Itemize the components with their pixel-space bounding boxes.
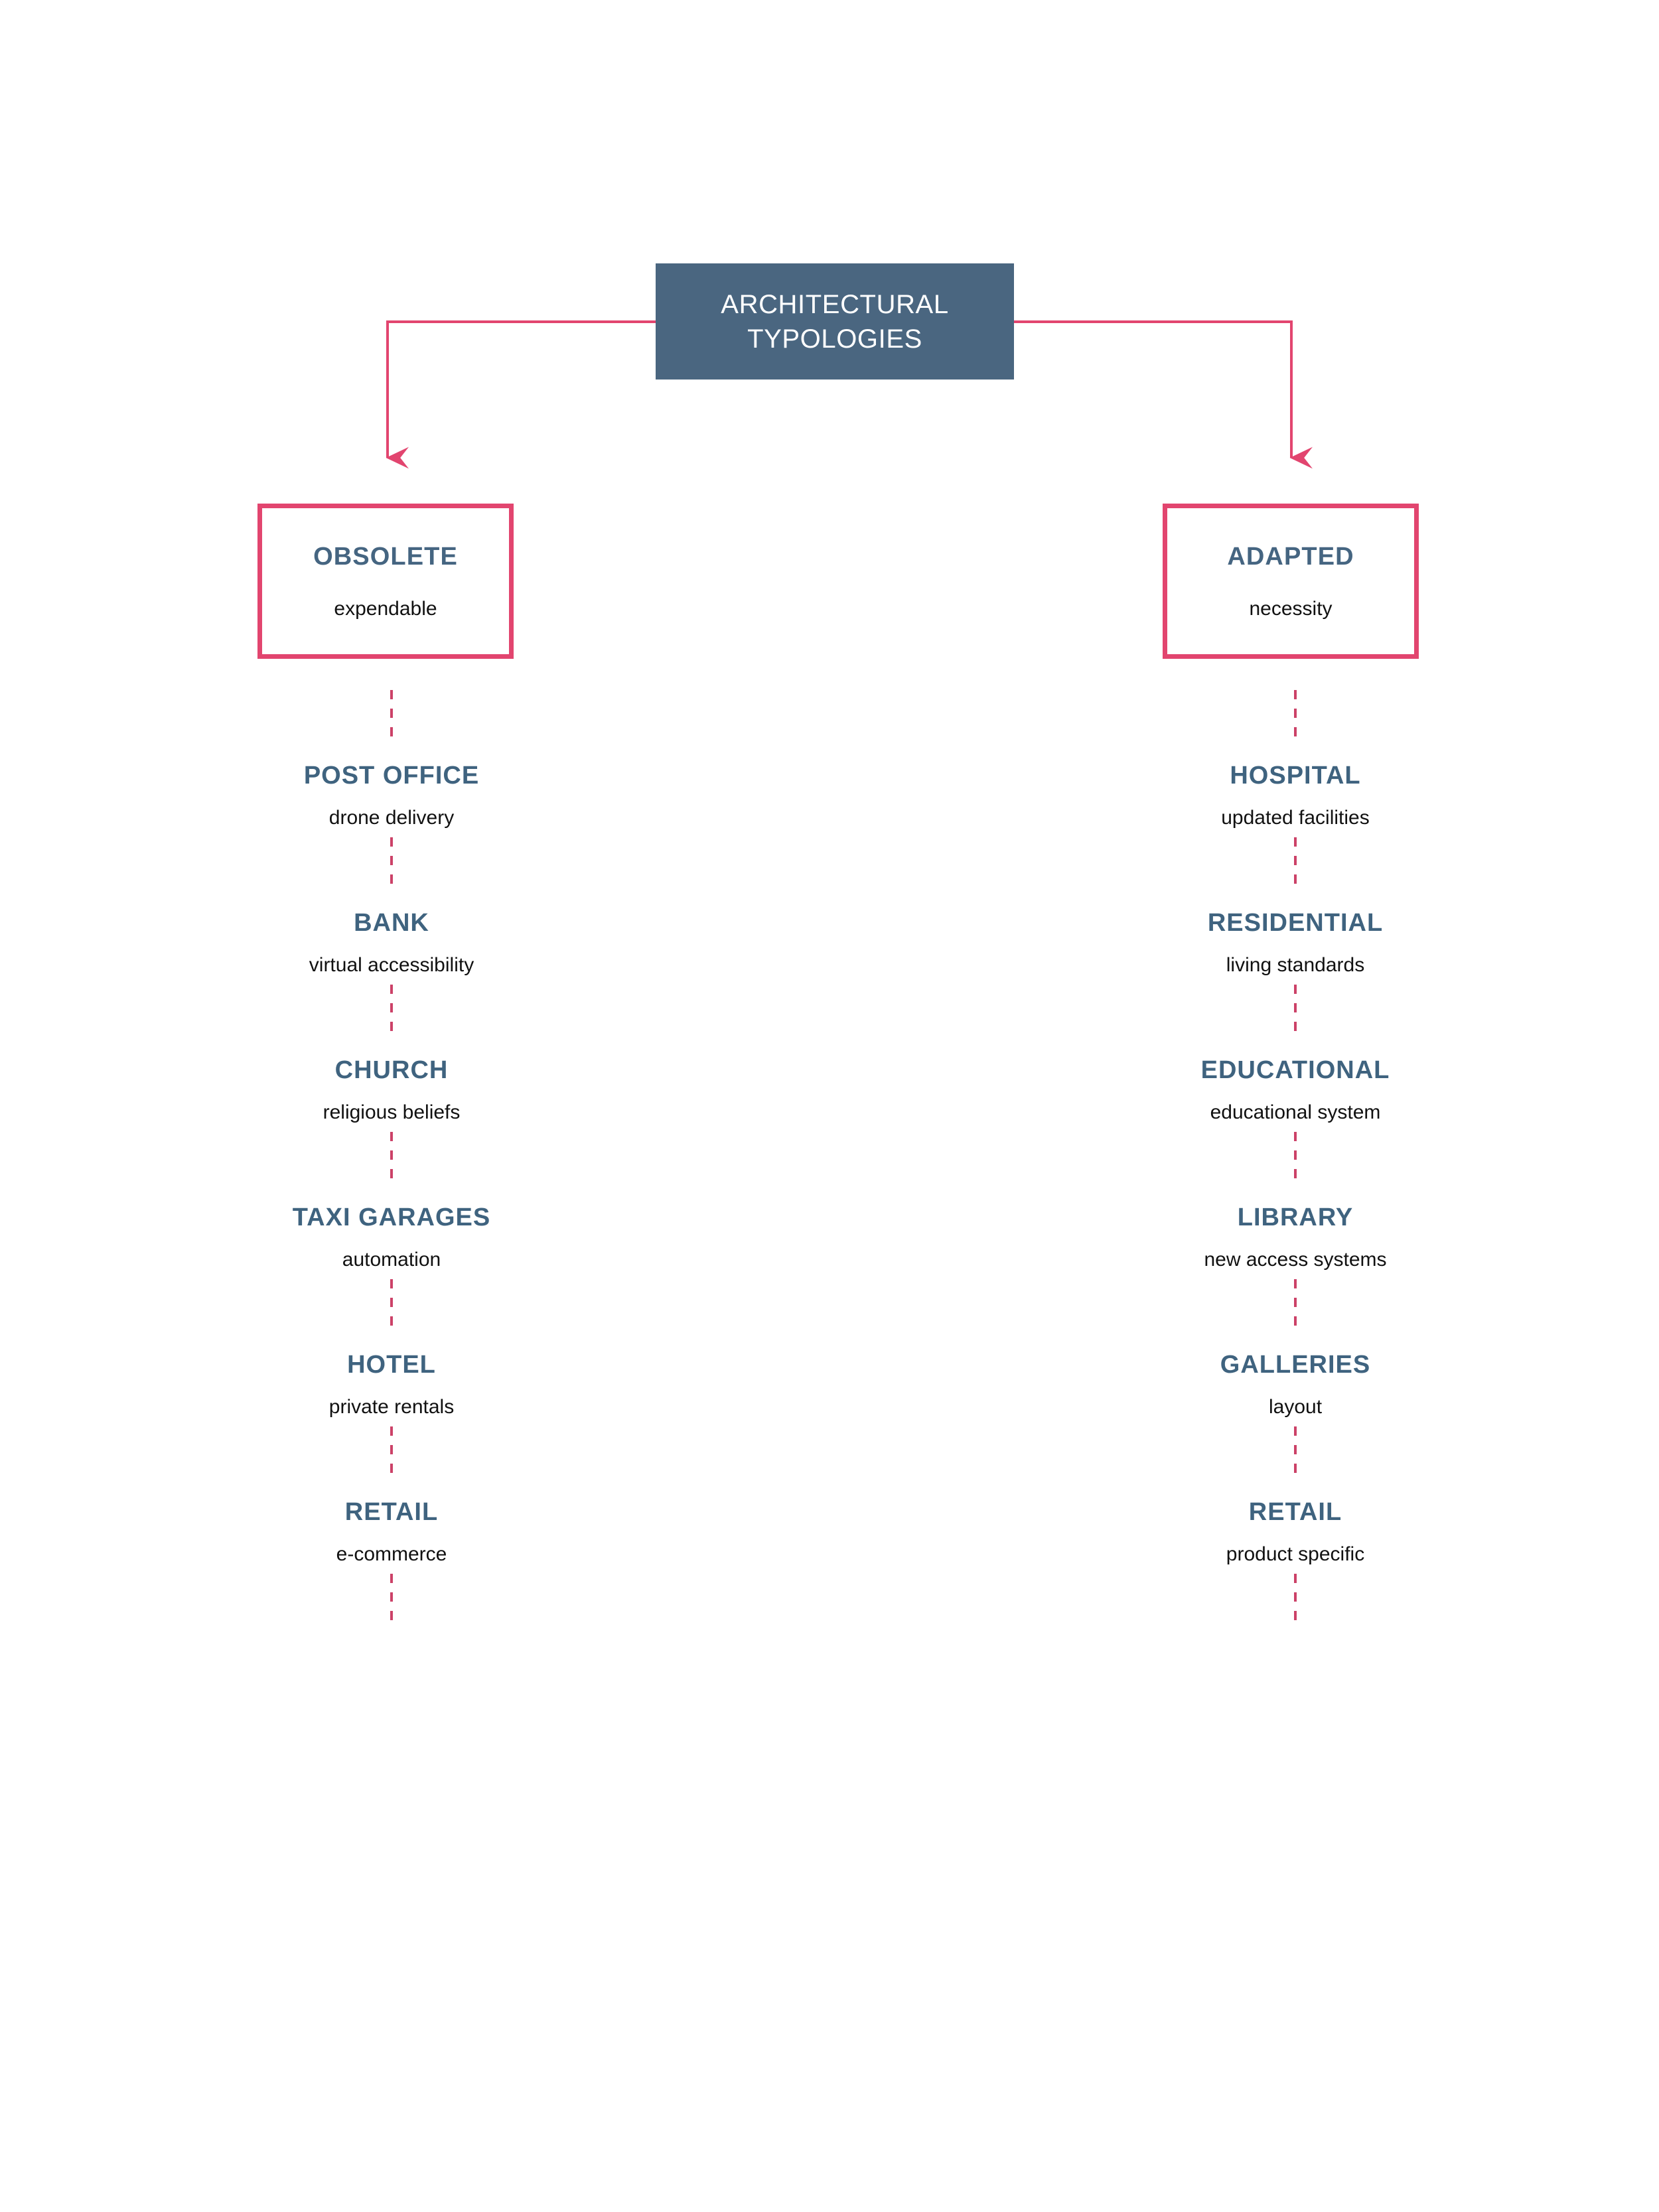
typology-subtitle: virtual accessibility: [309, 954, 474, 976]
typology-subtitle: private rentals: [328, 1396, 455, 1418]
dashed-connector: [1294, 690, 1297, 744]
typology-title: EDUCATIONAL: [1200, 1056, 1390, 1084]
typology-item: RETAIL e-commerce: [336, 1481, 447, 1574]
connector-right: [1014, 320, 1313, 469]
typology-title: HOSPITAL: [1230, 762, 1361, 790]
category-subtitle-obsolete: expendable: [334, 598, 437, 620]
typology-item: RESIDENTIAL living standards: [1208, 892, 1383, 985]
typology-item: HOSPITAL updated facilities: [1221, 744, 1369, 837]
typology-item: POST OFFICE drone delivery: [304, 744, 479, 837]
dashed-connector: [390, 690, 393, 744]
typology-subtitle: drone delivery: [328, 807, 455, 829]
dashed-connector: [1294, 1279, 1297, 1334]
dashed-connector: [390, 1279, 393, 1334]
typology-subtitle: educational system: [1210, 1101, 1381, 1123]
category-box-adapted: ADAPTED necessity: [1163, 504, 1419, 659]
typology-title: HOTEL: [347, 1351, 436, 1379]
typology-title: TAXI GARAGES: [292, 1204, 491, 1231]
dashed-connector: [1294, 837, 1297, 892]
typology-title: RETAIL: [344, 1498, 439, 1526]
dashed-connector: [1294, 985, 1297, 1039]
typology-title: LIBRARY: [1237, 1204, 1354, 1231]
typology-title: BANK: [354, 909, 429, 937]
typology-subtitle: product specific: [1226, 1543, 1365, 1565]
typology-subtitle: e-commerce: [336, 1543, 447, 1565]
typology-item: EDUCATIONAL educational system: [1201, 1039, 1390, 1132]
connector-left: [386, 320, 656, 469]
typology-subtitle: religious beliefs: [323, 1101, 461, 1123]
typology-title: RETAIL: [1248, 1498, 1342, 1526]
dashed-connector: [1294, 1132, 1297, 1186]
category-title-obsolete: OBSOLETE: [313, 543, 458, 571]
typology-column-adapted: HOSPITAL updated facilities RESIDENTIAL …: [1063, 690, 1528, 1628]
root-title-line-1: ARCHITECTURAL: [721, 289, 949, 319]
dashed-connector-tail: [1294, 1574, 1297, 1628]
root-title-line-2: TYPOLOGIES: [747, 324, 922, 354]
typology-title: CHURCH: [334, 1056, 449, 1084]
category-subtitle-adapted: necessity: [1249, 598, 1333, 620]
typology-subtitle: living standards: [1226, 954, 1365, 976]
typology-subtitle: updated facilities: [1221, 807, 1370, 829]
category-title-adapted: ADAPTED: [1227, 543, 1354, 571]
dashed-connector: [1294, 1426, 1297, 1481]
typology-subtitle: layout: [1268, 1396, 1323, 1418]
category-box-obsolete: OBSOLETE expendable: [257, 504, 514, 659]
dashed-connector-tail: [390, 1574, 393, 1628]
typology-title: GALLERIES: [1220, 1351, 1371, 1379]
dashed-connector: [390, 837, 393, 892]
dashed-connector: [390, 1426, 393, 1481]
root-title-box: ARCHITECTURAL TYPOLOGIES: [656, 263, 1014, 380]
typology-item: HOTEL private rentals: [329, 1334, 454, 1426]
typology-title: RESIDENTIAL: [1207, 909, 1384, 937]
typology-column-obsolete: POST OFFICE drone delivery BANK virtual …: [159, 690, 624, 1628]
typology-item: CHURCH religious beliefs: [323, 1039, 461, 1132]
typology-item: TAXI GARAGES automation: [293, 1186, 490, 1279]
typology-item: GALLERIES layout: [1220, 1334, 1370, 1426]
typology-title: POST OFFICE: [303, 762, 480, 790]
typology-item: RETAIL product specific: [1226, 1481, 1364, 1574]
typology-item: LIBRARY new access systems: [1204, 1186, 1386, 1279]
dashed-connector: [390, 985, 393, 1039]
typology-item: BANK virtual accessibility: [309, 892, 474, 985]
dashed-connector: [390, 1132, 393, 1186]
typology-subtitle: new access systems: [1204, 1249, 1387, 1271]
typology-subtitle: automation: [342, 1249, 441, 1271]
